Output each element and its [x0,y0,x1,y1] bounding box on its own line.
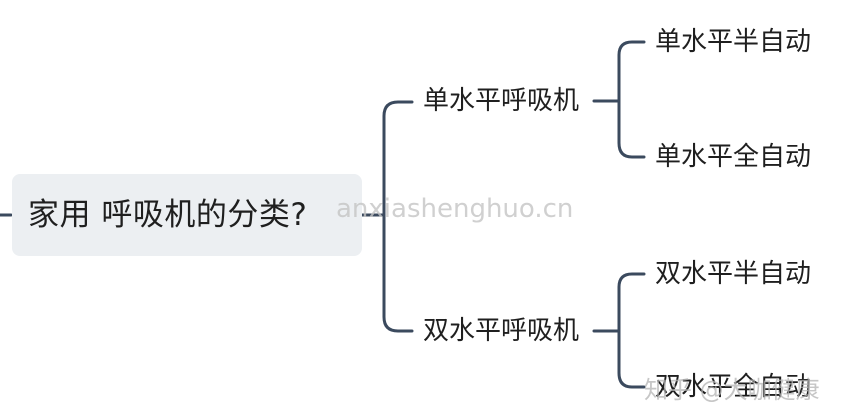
root-node[interactable] [12,174,362,256]
branch-bracket-2 [382,213,414,333]
leaf-bracket-1-2 [617,99,646,159]
leaf-node-single-semi-auto[interactable]: 单水平半自动 [655,27,812,57]
leaf-bracket-2-1 [617,272,646,333]
branch-bracket-1 [382,100,414,217]
leaf-node-single-full-auto[interactable]: 单水平全自动 [655,142,812,172]
leaf-bracket-1-1 [617,40,646,103]
branch-node-dual-level[interactable]: 双水平呼吸机 [423,316,580,346]
leaf-bracket-2-2 [617,329,646,389]
leaf-node-dual-full-auto[interactable]: 双水平全自动 [655,372,812,402]
branch-node-single-level[interactable]: 单水平呼吸机 [423,86,580,116]
root-node-label: 家用 呼吸机的分类? [28,197,308,233]
watermark-zhihu: 知乎 @大咖健康 [644,376,820,404]
watermark-url: anxiashenghuo.cn [336,194,574,224]
leaf-node-dual-semi-auto[interactable]: 双水平半自动 [655,259,812,289]
